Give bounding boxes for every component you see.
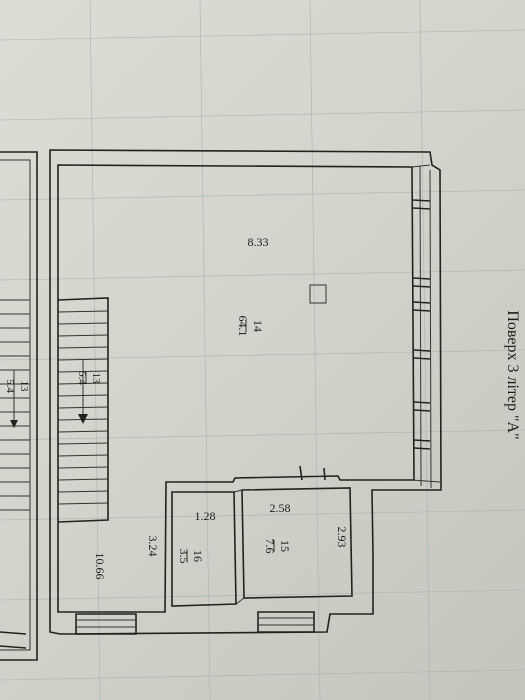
room15-area: 7.6: [263, 539, 277, 554]
fixture-square-symbol: [309, 284, 327, 304]
dim-room-2-58: 2.58: [270, 501, 291, 515]
dim-side-2-93: 2.93: [335, 527, 349, 548]
room15-number: 15: [278, 540, 292, 552]
room16-number: 16: [191, 550, 205, 562]
lower-rooms: [171, 465, 353, 607]
stair-b-area: 5.4: [4, 379, 16, 393]
bottom-windows: [75, 611, 315, 635]
stair-a-number: 13: [90, 373, 102, 385]
stair-b-number: 13: [18, 381, 30, 393]
room14-number: 14: [251, 320, 265, 332]
dim-main-room: 8.33: [248, 235, 269, 249]
plan-title: Поверх 3 літер "А": [504, 310, 521, 439]
left-wall-strip: [0, 151, 38, 661]
stair-a-area: 5.4: [76, 371, 88, 385]
center-staircase: [57, 297, 109, 523]
room14-area: 64.1: [236, 316, 250, 337]
left-staircase: [0, 299, 30, 511]
dim-side-10-66: 10.66: [93, 553, 107, 580]
right-windows: [412, 199, 431, 450]
dim-room-1-28: 1.28: [195, 509, 216, 523]
main-outline: [49, 149, 442, 635]
room16-area: 3.5: [177, 549, 191, 564]
dim-side-3-24: 3.24: [146, 536, 160, 557]
